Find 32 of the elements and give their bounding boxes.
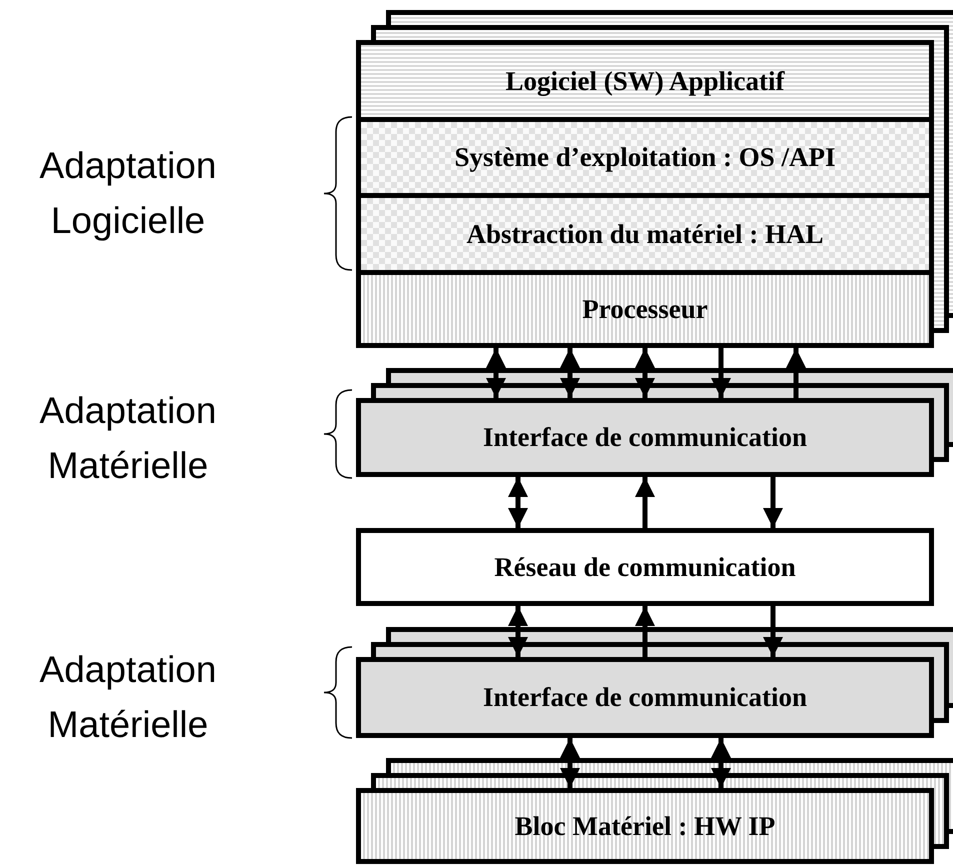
layer-box bbox=[356, 275, 934, 348]
layer-label: Abstraction du matériel : HAL bbox=[466, 218, 824, 250]
layer-label: Interface de communication bbox=[483, 422, 807, 453]
layer-box bbox=[356, 398, 934, 477]
double-arrow bbox=[711, 738, 731, 788]
layer-label: Réseau de communication bbox=[494, 552, 796, 582]
double-arrow bbox=[560, 738, 580, 788]
group-label: Adaptation Matérielle bbox=[38, 389, 218, 488]
double-arrow bbox=[508, 477, 528, 528]
layer-box bbox=[356, 122, 934, 198]
double-arrow bbox=[486, 348, 506, 398]
double-arrow bbox=[508, 606, 528, 657]
arrow bbox=[635, 606, 655, 657]
layer-label: Processeur bbox=[582, 294, 708, 324]
layer-box bbox=[356, 40, 934, 122]
double-arrow bbox=[560, 348, 580, 398]
arrow bbox=[763, 606, 783, 657]
layer-box bbox=[356, 788, 934, 864]
arrow bbox=[711, 348, 731, 398]
layer-box bbox=[356, 198, 934, 275]
arrow bbox=[786, 348, 806, 398]
group-label: Adaptation Logicielle bbox=[38, 144, 218, 243]
layer-box bbox=[356, 657, 934, 738]
layer-label: Bloc Matériel : HW IP bbox=[514, 810, 776, 842]
arrow bbox=[635, 477, 655, 528]
double-arrow bbox=[635, 348, 655, 398]
layer-label: Système d’exploitation : OS /API bbox=[454, 142, 836, 173]
group-label: Adaptation Matérielle bbox=[38, 648, 218, 747]
layer-label: Logiciel (SW) Applicatif bbox=[506, 66, 784, 96]
layer-label: Interface de communication bbox=[483, 682, 807, 713]
arrow bbox=[763, 477, 783, 528]
network-box bbox=[356, 528, 934, 606]
